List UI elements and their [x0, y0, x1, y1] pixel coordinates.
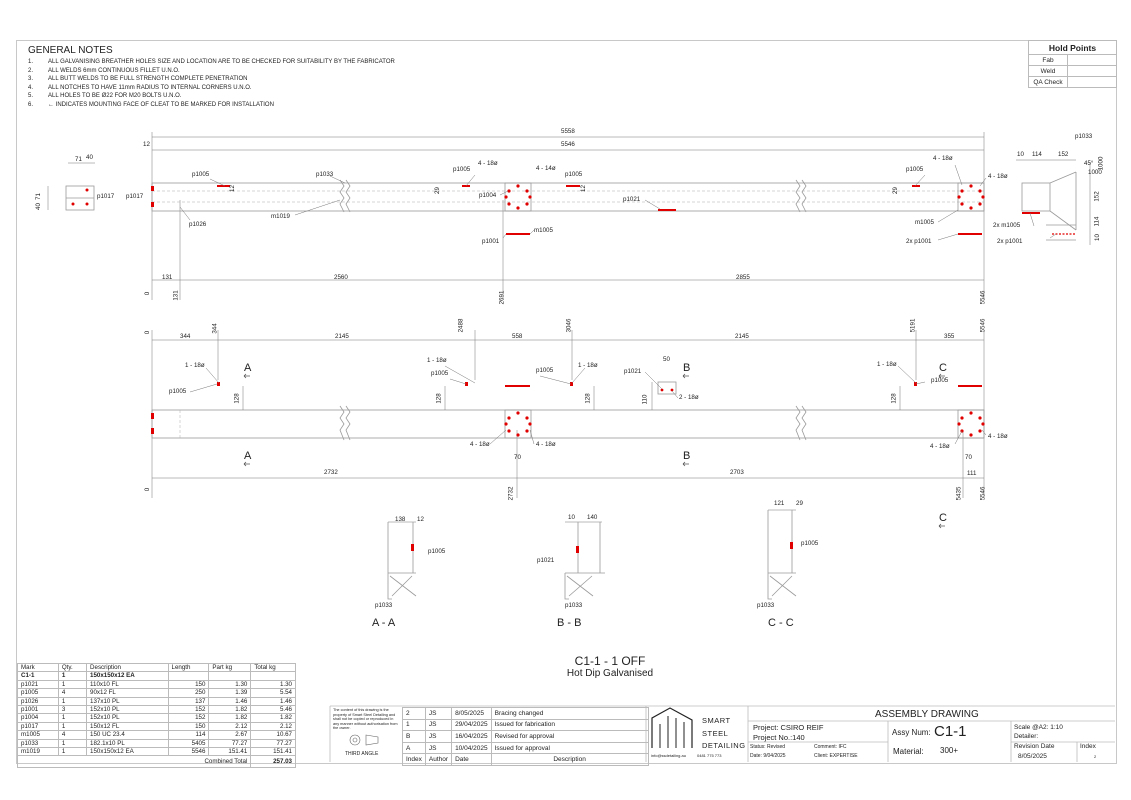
- assembly-title: C1-1 - 1 OFF: [574, 654, 646, 668]
- project-name: Project: CSIRO REIF: [753, 723, 824, 732]
- bottom-view: [151, 330, 987, 529]
- section-b-geometry: [564, 521, 605, 600]
- comment: Comment: IFC: [814, 744, 847, 750]
- title-block-lines: [329, 705, 1115, 762]
- top-view: [151, 132, 987, 300]
- combined-total: 257.03: [250, 755, 296, 769]
- material-list-table: Mark Qty. Description Length Part kg Tot…: [16, 662, 296, 769]
- status: Status: Revised: [750, 744, 786, 750]
- material-grade: 300+: [940, 746, 959, 755]
- section-c-title: C - C: [768, 617, 794, 629]
- section-b-title: B - B: [557, 617, 582, 629]
- left-end-view: [47, 162, 95, 211]
- company-phone: 0481 775 773: [697, 753, 722, 758]
- note-item: 6.← INDICATES MOUNTING FACE OF CLEAT TO …: [28, 101, 274, 108]
- client: Client: EXPERTISE: [814, 753, 858, 759]
- company-email: info@ssdetailing.au: [651, 753, 686, 758]
- section-a-title: A - A: [372, 617, 396, 629]
- scale: Scale @A2: 1:10: [1014, 724, 1063, 731]
- table-total-row: Combined Total 257.03: [16, 755, 296, 769]
- project-number: Project No.:140: [753, 733, 805, 742]
- hold-points-table: Hold Points Fab Weld QA Check: [1028, 40, 1117, 88]
- right-end-view: [1016, 159, 1091, 245]
- hold-points-title: Hold Points: [1028, 40, 1117, 55]
- note-item: 2.ALL WELDS 6mm CONTINUOUS FILLET U.N.O.: [28, 67, 180, 74]
- note-item: 4.ALL NOTCHES TO HAVE 11mm RADIUS TO INT…: [28, 84, 252, 91]
- revision-date: 8/05/2025: [1018, 753, 1047, 760]
- note-item: 5.ALL HOLES TO BE Ø22 FOR M20 BOLTS U.N.…: [28, 93, 182, 100]
- general-notes-title: GENERAL NOTES: [28, 45, 113, 56]
- general-notes-list: 1.ALL GALVANISING BREATHER HOLES SIZE AN…: [28, 58, 395, 110]
- note-item: 1.ALL GALVANISING BREATHER HOLES SIZE AN…: [28, 59, 395, 65]
- section-c-geometry: [767, 509, 797, 600]
- table-row: C1-1 1 150x150x12 EA: [17, 671, 296, 681]
- detailer: Detailer:: [1014, 733, 1039, 740]
- table-header: Mark Qty. Description Length Part kg Tot…: [17, 662, 296, 673]
- note-item: 3.ALL BUTT WELDS TO BE FULL STRENGTH COM…: [28, 76, 248, 83]
- section-a-geometry: [387, 521, 417, 600]
- drawing-date: Date: 9/04/2025: [750, 753, 786, 759]
- assembly-number: C1-1: [934, 723, 967, 740]
- third-angle-label: THIRD ANGLE: [345, 751, 379, 757]
- drawing-type: ASSEMBLY DRAWING: [875, 709, 979, 720]
- assembly-finish: Hot Dip Galvanised: [566, 668, 654, 679]
- revision-index: 2: [1094, 754, 1097, 759]
- copyright-disclaimer: The content of this drawing is the prope…: [333, 708, 398, 731]
